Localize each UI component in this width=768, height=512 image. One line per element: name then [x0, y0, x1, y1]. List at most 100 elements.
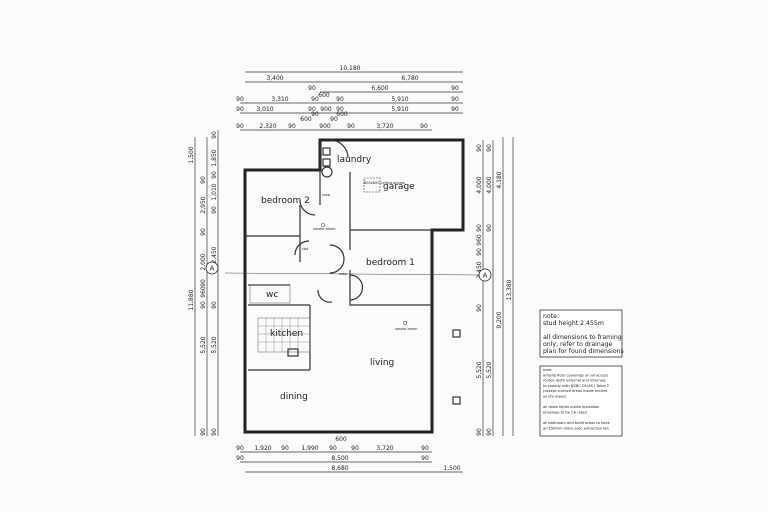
dimension-label: 2,320: [259, 123, 276, 130]
svg-text:A: A: [483, 272, 488, 280]
room-label-dining: dining: [280, 392, 308, 402]
smoke-alarm-label: smoke alarm: [395, 327, 418, 331]
dimension-label: 90: [200, 176, 207, 184]
dimension-label: 3,720: [376, 445, 393, 452]
room-label-kitchen: kitchen: [270, 329, 303, 339]
dimension-label: 3,310: [271, 96, 288, 103]
dimension-label: 90: [211, 301, 218, 309]
dimension-label: 3,010: [256, 106, 273, 113]
dimension-label: 960: [200, 286, 207, 298]
dimension-label: 900: [320, 106, 332, 113]
dimension-label: 1,990: [301, 445, 318, 452]
note-line: note:: [543, 313, 559, 320]
dimension-label: 90: [420, 123, 428, 130]
dimension-label: 960: [476, 234, 483, 246]
dimension-label: 4,000: [486, 176, 493, 193]
room-label-living: living: [370, 358, 394, 368]
dimension-label: 90: [486, 428, 493, 436]
dimension-label: 13,380: [506, 279, 513, 300]
dimension-label: 90: [347, 123, 355, 130]
note-line: envelope to be CA rated: [543, 410, 587, 414]
dimension-label: 6,780: [401, 75, 418, 82]
dimension-label: 6,600: [371, 85, 388, 92]
note-line: all down lights inside insulation: [543, 405, 599, 409]
note-box-stud-height: note:stud height 2.455m all dimensions to…: [539, 309, 624, 358]
dimension-label: 90: [200, 428, 207, 436]
dimension-label: 90: [311, 96, 319, 103]
note-line: all dimensions to framing: [543, 334, 622, 341]
dimension-label: 90: [236, 106, 244, 113]
dimension-label: 90: [451, 96, 459, 103]
note-line: as dry areas): [543, 395, 567, 399]
note-line: antislip floor coverings on all access: [543, 373, 608, 377]
dimension-label: 90: [211, 131, 218, 139]
dimension-label: 90: [329, 445, 337, 452]
dimension-label: 90: [211, 206, 218, 214]
dimension-label: 90: [330, 116, 338, 123]
dimension-label: 90: [311, 111, 319, 118]
dimension-label: 600: [335, 436, 347, 443]
dimension-label: 1,920: [254, 445, 271, 452]
robe-label: robe: [339, 272, 347, 276]
dimension-label: 90: [476, 144, 483, 152]
dimension-label: 3,400: [266, 75, 283, 82]
dimension-label: 11,880: [188, 289, 195, 310]
dimension-label: 5,520: [211, 336, 218, 353]
dimension-label: 1,850: [211, 149, 218, 166]
dimension-label: 90: [451, 106, 459, 113]
note-line: note:: [543, 368, 552, 372]
dimension-label: 600: [336, 111, 348, 118]
dimension-label: 5,520: [486, 361, 493, 378]
room-label-wc: wc: [266, 290, 278, 300]
dimension-label: 4,180: [496, 171, 503, 188]
note-line: an 150mm inline auto extraction fan: [543, 426, 609, 430]
section-marker-right: A: [478, 268, 492, 282]
smoke-alarm-label: smoke alarm: [313, 227, 336, 231]
dimension-label: 2,450: [476, 261, 483, 278]
dimension-label: 90: [451, 85, 459, 92]
dimension-label: 90: [336, 106, 344, 113]
dimension-label: 90: [236, 455, 244, 462]
dimension-label: 2,950: [200, 196, 207, 213]
dimension-label: 90: [476, 248, 483, 256]
dimension-label: 90: [486, 224, 493, 232]
svg-text:A: A: [210, 265, 215, 273]
walls: [224, 138, 481, 434]
dimension-label: 2,000: [200, 253, 207, 270]
dimension-label: 90: [421, 445, 429, 452]
dimension-label: 900: [319, 123, 331, 130]
dimension-label: 600: [318, 92, 330, 99]
dimension-label: 1,010: [211, 183, 218, 200]
room-label-garage: garage: [383, 182, 415, 192]
dimension-label: 8,680: [331, 465, 348, 472]
dimension-label: 90: [336, 96, 344, 103]
dimension-label: 90: [476, 224, 483, 232]
note-line: routes (both external and internal),: [543, 379, 606, 383]
note-line: plan for found dimensions: [543, 348, 624, 355]
dimension-label: 90: [200, 228, 207, 236]
dimension-label: 5,910: [391, 106, 408, 113]
dimension-label: 90: [211, 428, 218, 436]
dimension-label: 90: [288, 123, 296, 130]
light-fixture-icon: [452, 396, 461, 405]
dimension-label: 90: [200, 301, 207, 309]
robe-label: robe: [322, 193, 330, 197]
dimension-label: 90: [200, 279, 207, 287]
note-line: only, refer to drainage: [543, 341, 613, 348]
dimension-label: 90: [308, 85, 316, 92]
dimension-label: 90: [281, 445, 289, 452]
note-box-general: note:antislip floor coverings on all acc…: [539, 365, 623, 437]
note-line: stud height 2.455m: [543, 320, 604, 327]
dimension-label: 90: [476, 428, 483, 436]
dimension-label: 5,910: [391, 96, 408, 103]
note-line: to comply with NZBC D1/AS1 Table 2: [543, 384, 609, 388]
dimension-label: 4,000: [476, 176, 483, 193]
dimension-label: 600: [300, 116, 312, 123]
room-label-bedroom-1: bedroom 1: [366, 258, 415, 268]
dimension-label: 2,450: [211, 246, 218, 263]
room-label-bedroom-2: bedroom 2: [261, 196, 310, 206]
section-marker-left: A: [205, 261, 219, 275]
room-label-laundry: laundry: [337, 155, 372, 165]
